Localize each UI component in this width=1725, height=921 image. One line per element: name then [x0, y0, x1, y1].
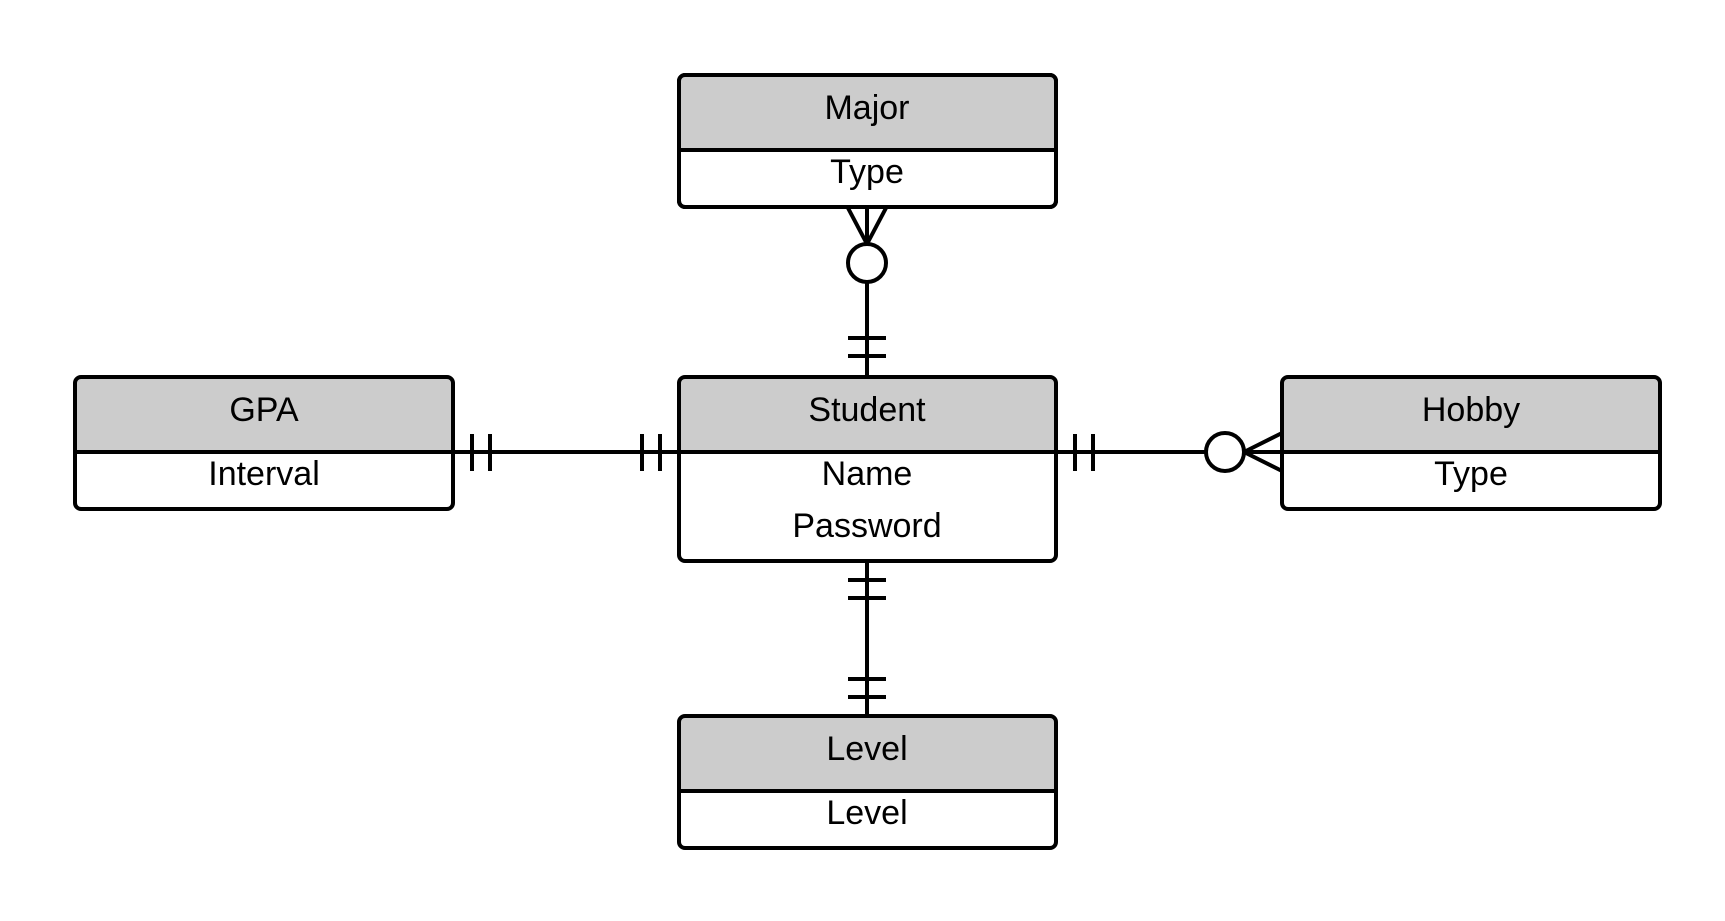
entity-title: Student: [808, 391, 926, 429]
entity-header-bg: [77, 379, 451, 452]
crowfoot-prong: [865, 207, 888, 245]
entity-header-bg: [681, 379, 1054, 452]
crowfoot-prong: [1243, 431, 1283, 454]
optional-zero-circle: [1204, 431, 1246, 473]
relationship-student-hobby[interactable]: [1056, 431, 1283, 473]
entity-student[interactable]: Student Name Password: [677, 375, 1058, 563]
relationship-student-major[interactable]: [846, 207, 888, 379]
entity-hobby[interactable]: Hobby Type: [1280, 375, 1662, 511]
entity-outline: [677, 714, 1058, 850]
relationships: [453, 207, 1283, 716]
entity-attribute: Name: [822, 455, 913, 493]
entity-header-bg: [681, 77, 1054, 150]
entity-attribute: Interval: [208, 455, 320, 493]
entity-header-bg: [1284, 379, 1658, 452]
entity-title: Hobby: [1422, 391, 1520, 429]
crowfoot-prong: [846, 207, 869, 245]
entity-gpa[interactable]: GPA Interval: [73, 375, 455, 511]
relationship-student-gpa[interactable]: [453, 434, 679, 471]
crowfoot-prong: [1243, 450, 1283, 473]
entity-outline: [677, 375, 1058, 563]
relationship-student-level[interactable]: [848, 561, 886, 716]
entity-attribute: Level: [826, 794, 907, 832]
optional-zero-circle: [846, 242, 888, 284]
entity-outline: [677, 73, 1058, 209]
entity-header-bg: [681, 718, 1054, 791]
entity-attribute: Type: [830, 153, 904, 191]
entity-level[interactable]: Level Level: [677, 714, 1058, 850]
entity-title: Major: [824, 89, 909, 127]
entity-title: Level: [826, 730, 907, 768]
entity-outline: [1280, 375, 1662, 511]
entity-title: GPA: [229, 391, 299, 429]
entity-attribute: Type: [1434, 455, 1508, 493]
entity-major[interactable]: Major Type: [677, 73, 1058, 209]
entity-attribute: Password: [792, 507, 941, 545]
entity-outline: [73, 375, 455, 511]
